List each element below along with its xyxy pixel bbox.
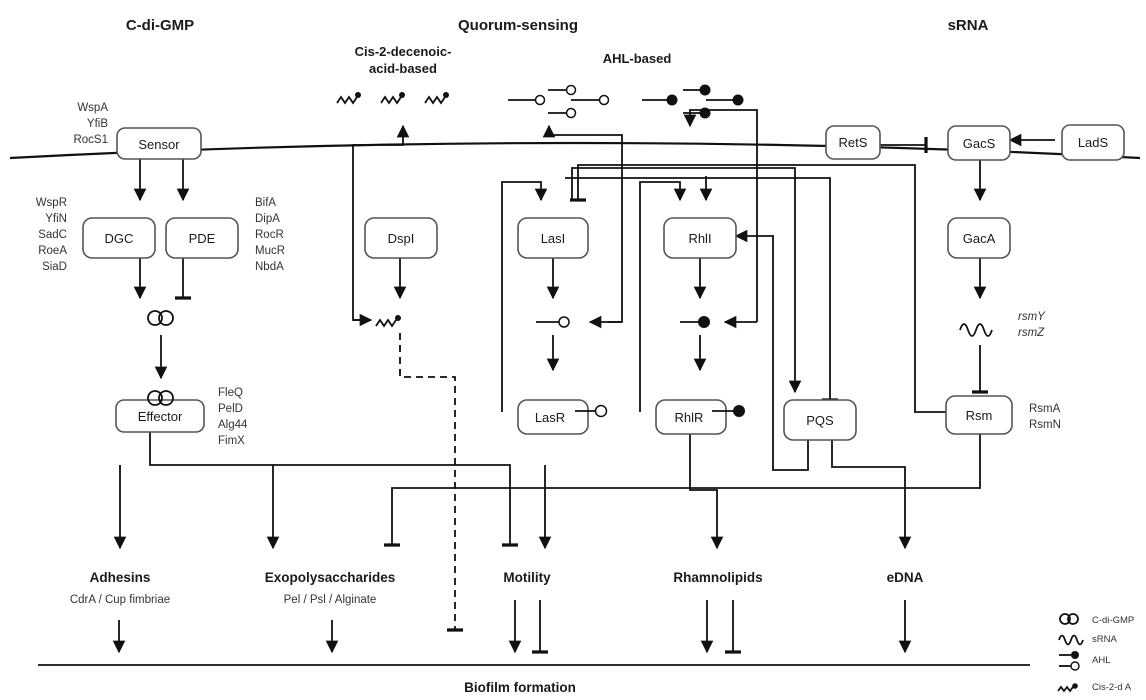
srna-icon: [959, 323, 993, 337]
effector-protein-1: FleQ: [218, 387, 243, 399]
ahl-filled-icon: [712, 405, 745, 417]
ahl-open-icon: [575, 404, 608, 418]
cis-decenoic-subheader-line1: Cis-2-decenoic-: [355, 44, 452, 59]
rsm-box: Rsm: [945, 395, 1013, 435]
ahl-filled-cluster: [642, 84, 744, 119]
ahl-filled-icon: [680, 316, 710, 328]
rhlr-box: RhlR: [655, 399, 727, 435]
rhli-box: RhlI: [663, 217, 737, 259]
effector-protein-2: PelD: [218, 403, 243, 415]
legend-ahl: AHL: [1092, 655, 1110, 666]
dgc-protein-2: YfiN: [45, 213, 67, 225]
rsm-proteins: RsmA RsmN: [1029, 403, 1061, 431]
srna-name-1: rsmY: [1018, 311, 1046, 323]
dgc-label: DGC: [105, 231, 134, 246]
dgc-protein-4: RoeA: [38, 245, 67, 257]
cdigmp-icon: [147, 310, 174, 326]
dspi-label: DspI: [388, 231, 415, 246]
adhesins-label: Adhesins: [90, 570, 151, 585]
sensor-box: Sensor: [116, 127, 202, 160]
adhesins-sub: CdrA / Cup fimbriae: [70, 594, 170, 606]
rhli-label: RhlI: [688, 231, 711, 246]
exopolysaccharides-sub: Pel / Psl / Alginate: [284, 594, 377, 606]
rhamnolipids-label: Rhamnolipids: [673, 570, 762, 585]
effector-protein-4: FimX: [218, 435, 245, 447]
cis-decenoic-icon: [1057, 683, 1078, 693]
dspi-box: DspI: [364, 217, 438, 259]
quorum-sensing-header: Quorum-sensing: [458, 17, 578, 34]
dgc-protein-5: SiaD: [42, 261, 67, 273]
sensor-proteins: WspA YfiB RocS1: [73, 102, 108, 146]
pde-proteins: BifA DipA RocR MucR NbdA: [255, 197, 285, 273]
lads-label: LadS: [1078, 135, 1109, 150]
srna-header: sRNA: [948, 17, 989, 34]
gaca-label: GacA: [963, 231, 996, 246]
biofilm-formation-label: Biofilm formation: [464, 680, 576, 695]
motility-label: Motility: [503, 570, 551, 585]
legend-srna: sRNA: [1092, 634, 1117, 645]
cdigmp-header: C-di-GMP: [126, 17, 194, 34]
lasr-label: LasR: [535, 410, 565, 425]
effector-box: Effector: [115, 399, 205, 433]
sensor-protein-3: RocS1: [73, 134, 108, 146]
dgc-box: DGC: [82, 217, 156, 259]
lasi-box: LasI: [517, 217, 589, 259]
rhlr-label: RhlR: [675, 410, 704, 425]
effector-proteins: FleQ PelD Alg44 FimX: [218, 387, 248, 447]
rsm-protein-2: RsmN: [1029, 419, 1061, 431]
ahl-open-icon: [1059, 661, 1080, 671]
srna-icon: [1058, 634, 1084, 646]
pde-protein-1: BifA: [255, 197, 276, 209]
cis-decenoic-signals: [336, 92, 449, 105]
pde-protein-4: MucR: [255, 245, 285, 257]
cis-decenoic-icon: [380, 92, 405, 105]
cis-decenoic-icon: [336, 92, 361, 105]
lasi-label: LasI: [541, 231, 566, 246]
cis-decenoic-icon: [424, 92, 449, 105]
effector-label: Effector: [138, 409, 183, 424]
cdigmp-icon: [147, 390, 174, 406]
sensor-protein-2: YfiB: [87, 118, 108, 130]
cis-decenoic-subheader-line2: acid-based: [369, 61, 437, 76]
legend: C-di-GMP sRNA AHL Cis-2-d A: [1057, 613, 1134, 693]
pqs-box: PQS: [783, 399, 857, 441]
pqs-label: PQS: [806, 413, 834, 428]
pde-protein-3: RocR: [255, 229, 284, 241]
pde-protein-5: NbdA: [255, 261, 284, 273]
rets-label: RetS: [839, 135, 868, 150]
srna-name-2: rsmZ: [1018, 327, 1045, 339]
srna-names: rsmY rsmZ: [1018, 311, 1046, 339]
exopolysaccharides-label: Exopolysaccharides: [265, 570, 396, 585]
cis-decenoic-icon: [375, 315, 401, 328]
sensor-protein-1: WspA: [77, 102, 108, 114]
rsm-protein-1: RsmA: [1029, 403, 1061, 415]
lads-box: LadS: [1061, 124, 1125, 161]
rets-box: RetS: [825, 125, 881, 160]
pde-box: PDE: [165, 217, 239, 259]
regulatory-connections: [112, 109, 1055, 654]
dgc-protein-1: WspR: [36, 197, 67, 209]
ahl-open-icon: [536, 316, 570, 328]
dgc-protein-3: SadC: [38, 229, 67, 241]
pde-label: PDE: [189, 231, 216, 246]
ahl-based-subheader: AHL-based: [603, 51, 672, 66]
ahl-open-cluster: [508, 84, 610, 119]
legend-cdigmp: C-di-GMP: [1092, 615, 1134, 626]
ahl-filled-icon: [1059, 651, 1079, 659]
cdigmp-icon: [1059, 613, 1079, 625]
gacs-box: GacS: [947, 125, 1011, 161]
pde-protein-2: DipA: [255, 213, 280, 225]
lasr-box: LasR: [517, 399, 589, 435]
edna-label: eDNA: [887, 570, 924, 585]
gacs-label: GacS: [963, 136, 996, 151]
dgc-proteins: WspR YfiN SadC RoeA SiaD: [36, 197, 68, 273]
gaca-box: GacA: [947, 217, 1011, 259]
legend-cis: Cis-2-d A: [1092, 682, 1132, 693]
sensor-label: Sensor: [138, 137, 180, 152]
rsm-label: Rsm: [966, 408, 993, 423]
effector-protein-3: Alg44: [218, 419, 248, 431]
